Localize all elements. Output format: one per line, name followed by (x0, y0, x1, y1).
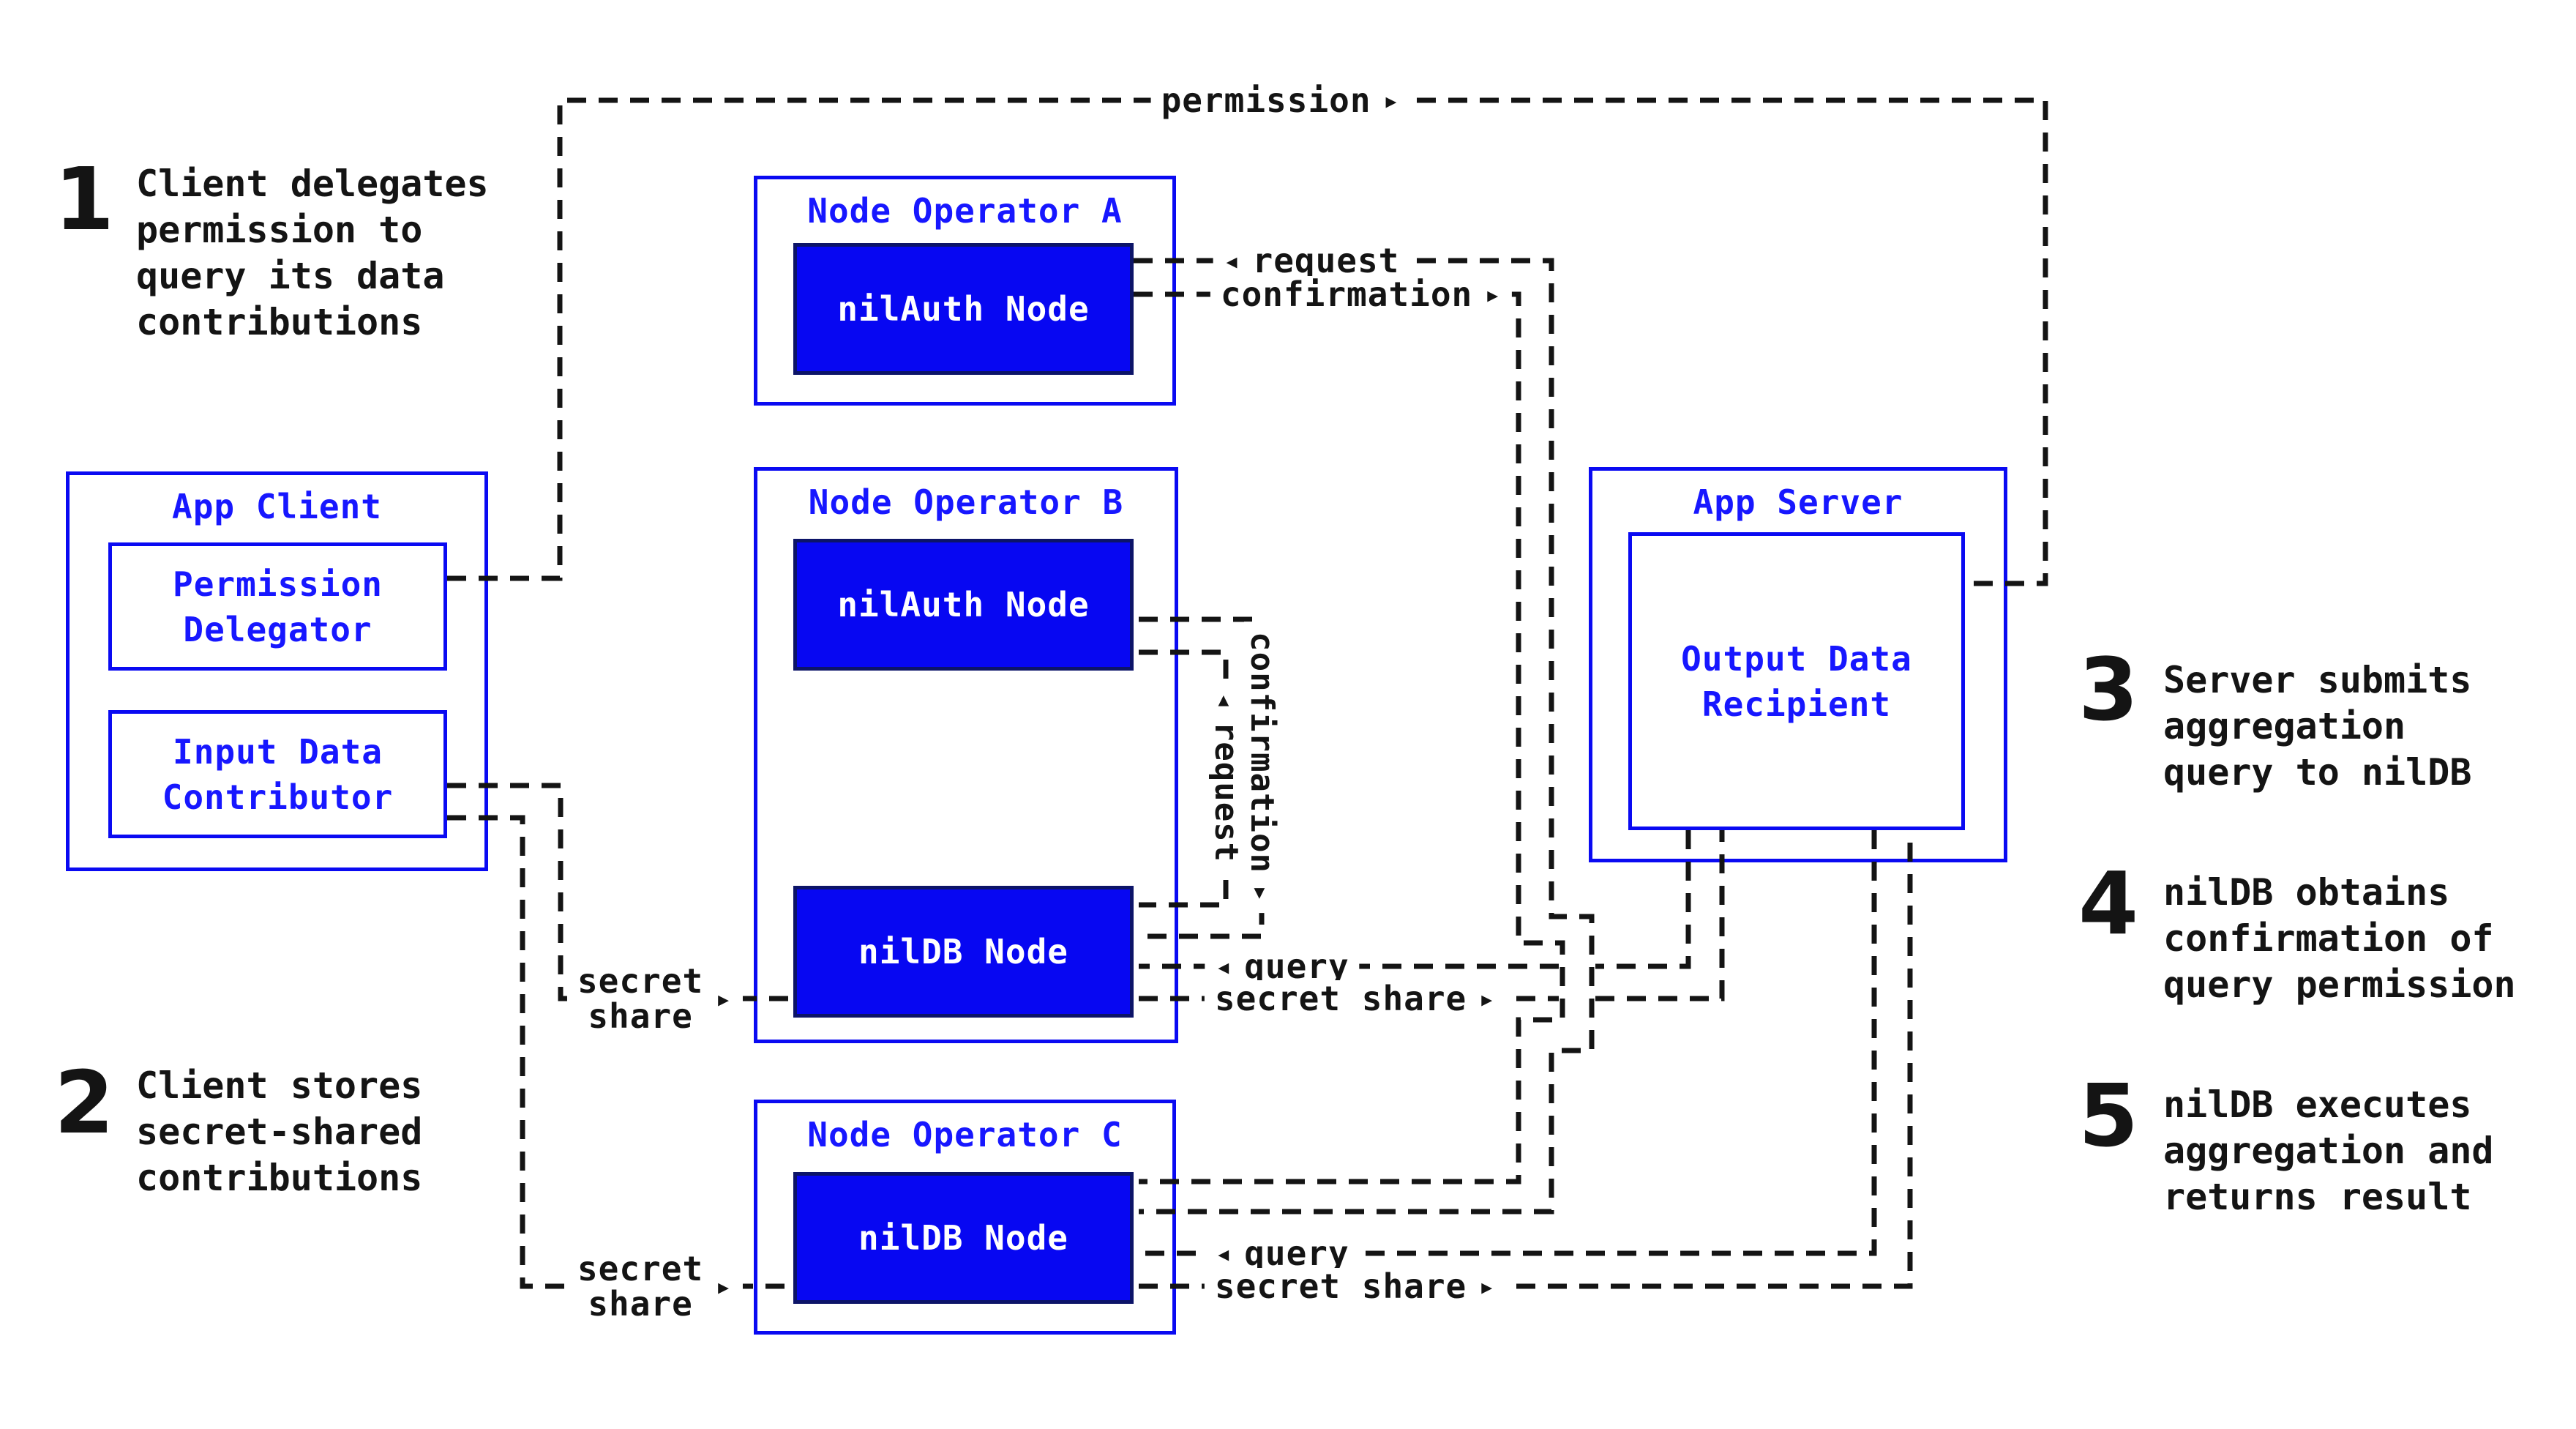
output-data-recipient-box: Output Data Recipient (1628, 532, 1965, 830)
input-data-contributor-label-line: Contributor (162, 777, 394, 817)
arrow-left-icon: ◂ (1215, 1237, 1233, 1269)
arrow-up-icon: ◂ (1210, 692, 1242, 710)
permission-label-text: permission (1161, 81, 1371, 120)
arrow-right-icon: ▸ (1478, 982, 1497, 1015)
step-text-line: Server submits (2163, 659, 2472, 701)
step-3-text: Server submits aggregation query to nilD… (2163, 657, 2471, 796)
secret-share-line-client-c (447, 815, 793, 1289)
input-data-contributor-box: Input Data Contributor (108, 710, 447, 838)
step-text-line: secret-shared (136, 1111, 423, 1153)
node-operator-c-title: Node Operator C (807, 1115, 1123, 1154)
step-2-text: Client stores secret-shared contribution… (136, 1063, 422, 1201)
arrow-right-icon: ▸ (1382, 84, 1401, 116)
secret-share-label-text: secret share (1214, 1266, 1467, 1306)
step-5-number: 5 (2078, 1065, 2139, 1166)
permission-delegator-label-line: Delegator (183, 609, 372, 649)
nildb-node-b: nilDB Node (793, 886, 1134, 1018)
nilauth-node-a-label: nilAuth Node (837, 289, 1090, 329)
step-text-line: contributions (136, 301, 423, 343)
step-text-line: aggregation (2163, 705, 2406, 747)
step-1-text: Client delegates permission to query its… (136, 161, 489, 346)
confirmation-label-a: confirmation ▸ (1210, 275, 1513, 314)
request-label-text: request (1252, 241, 1400, 280)
step-text-line: query to nilDB (2163, 751, 2472, 794)
step-text-line: returns result (2163, 1176, 2472, 1218)
confirmation-label-text: confirmation (1243, 632, 1281, 873)
step-5-text: nilDB executes aggregation and returns r… (2163, 1082, 2494, 1220)
arrow-right-icon: ▸ (1478, 1270, 1497, 1302)
arrow-left-icon: ◂ (1223, 245, 1241, 277)
step-1-number: 1 (54, 149, 115, 250)
secret-share-stacked-line: share (588, 996, 693, 1036)
step-text-line: Client delegates (136, 163, 489, 205)
step-4-text: nilDB obtains confirmation of query perm… (2163, 870, 2516, 1008)
secret-share-stacked-text: secret share (577, 1251, 703, 1321)
request-label-a: ◂ request (1213, 242, 1410, 279)
secret-share-label-b-out: secret share ▸ (1204, 979, 1507, 1018)
arrow-right-icon: ▸ (715, 982, 733, 1015)
query-label-text: query (1244, 1234, 1349, 1273)
nildb-node-c: nilDB Node (793, 1172, 1134, 1304)
step-text-line: permission to (136, 209, 423, 251)
step-4-number: 4 (2078, 853, 2139, 954)
nildb-node-c-label: nilDB Node (858, 1218, 1068, 1258)
confirmation-label-text: confirmation (1220, 275, 1473, 314)
nilauth-node-b-label: nilAuth Node (837, 585, 1090, 624)
confirmation-label-b-vertical: confirmation ▸ (1243, 622, 1281, 913)
request-line-nilauth-a (1134, 258, 1595, 1215)
arrow-left-icon: ◂ (1215, 950, 1233, 982)
arrow-right-icon: ▸ (715, 1270, 733, 1302)
secret-share-stacked-text: secret share (577, 963, 703, 1034)
node-operator-a-title: Node Operator A (807, 191, 1123, 231)
step-3-number: 3 (2078, 639, 2139, 740)
secret-share-stacked-line: secret (577, 961, 704, 1001)
output-data-recipient-label-line: Output Data (1681, 638, 1912, 679)
confirmation-line-nilauth-a (1134, 291, 1565, 1184)
nilauth-node-b: nilAuth Node (793, 539, 1134, 671)
app-server-title: App Server (1693, 482, 1903, 522)
nilauth-node-a: nilAuth Node (793, 243, 1134, 375)
step-text-line: contributions (136, 1157, 423, 1199)
secret-share-label-c-out: secret share ▸ (1204, 1266, 1507, 1306)
secret-share-stacked-line: share (588, 1284, 693, 1324)
arrow-right-icon: ▸ (1484, 278, 1502, 310)
step-text-line: Client stores (136, 1064, 423, 1107)
step-text-line: confirmation of (2163, 917, 2494, 960)
arrow-down-icon: ▸ (1246, 885, 1278, 903)
step-2-number: 2 (54, 1052, 115, 1153)
request-label-text: request (1208, 721, 1245, 863)
secret-share-label-client-b: secret share ▸ (566, 962, 744, 1035)
secret-share-label-client-c: secret share ▸ (566, 1250, 744, 1323)
permission-label: permission ▸ (1150, 81, 1411, 120)
node-operator-b-title: Node Operator B (808, 482, 1124, 522)
permission-delegator-label-line: Permission (173, 564, 383, 604)
input-data-contributor-label-line: Input Data (173, 731, 383, 772)
step-text-line: nilDB obtains (2163, 871, 2450, 914)
request-label-b-vertical: ◂ request (1208, 682, 1245, 873)
app-client-title: App Client (172, 487, 382, 526)
output-data-recipient-label-line: Recipient (1701, 684, 1892, 724)
nildb-node-b-label: nilDB Node (858, 932, 1068, 971)
step-text-line: query its data (136, 255, 445, 297)
secret-share-stacked-line: secret (577, 1249, 704, 1288)
permission-delegator-box: Permission Delegator (108, 542, 447, 671)
step-text-line: nilDB executes (2163, 1083, 2472, 1126)
step-text-line: aggregation and (2163, 1130, 2494, 1172)
step-text-line: query permission (2163, 963, 2516, 1006)
secret-share-label-text: secret share (1214, 979, 1467, 1018)
